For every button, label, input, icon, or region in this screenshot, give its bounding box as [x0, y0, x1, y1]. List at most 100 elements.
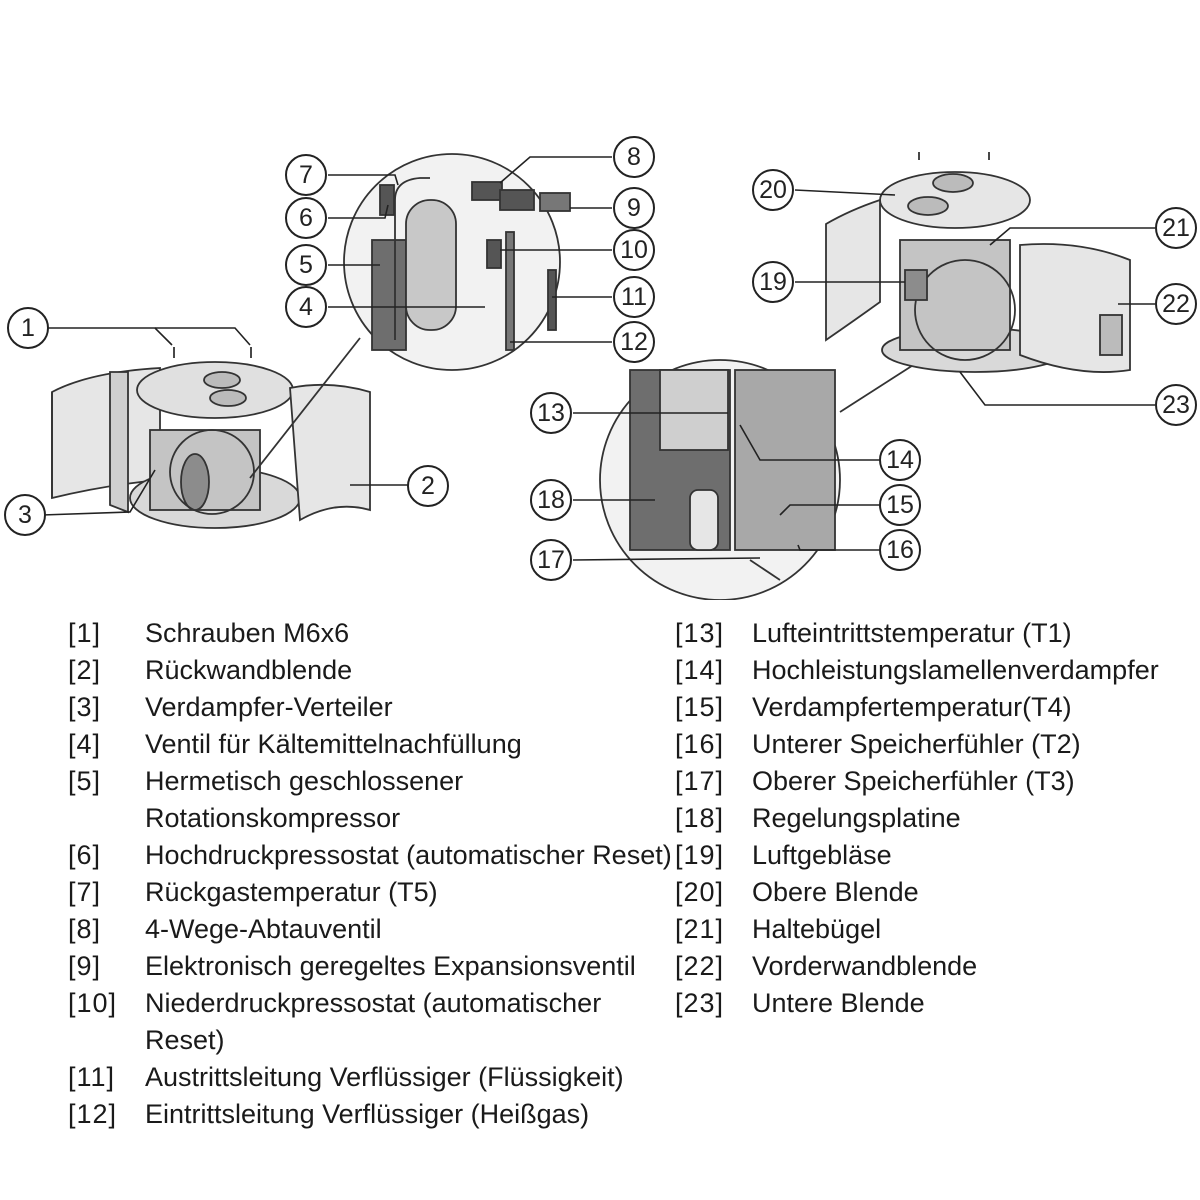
svg-text:2: 2 — [421, 472, 435, 500]
svg-text:6: 6 — [299, 204, 313, 232]
legend-label: Rückwandblende — [145, 655, 353, 685]
legend-label: Hochleistungslamellenverdampfer — [752, 655, 1159, 685]
legend-item: [10]Niederdruckpressostat (automatischer… — [68, 985, 678, 1059]
callout-4: 4 — [285, 286, 327, 328]
callout-8: 8 — [613, 136, 655, 178]
legend-label: Niederdruckpressostat (automatischer Res… — [145, 988, 602, 1055]
svg-text:13: 13 — [537, 399, 565, 427]
exploded-diagram: 1 2 3 4 5 6 7 8 9 10 11 12 13 14 15 16 1… — [4, 136, 1197, 600]
legend-number: [15] — [675, 692, 725, 722]
legend-label: Schrauben M6x6 — [145, 618, 350, 648]
callout-17: 17 — [530, 539, 572, 581]
legend-item: [19] Luftgebläse — [675, 837, 1195, 874]
callout-2: 2 — [407, 465, 449, 507]
legend-right: [13]Lufteintrittstemperatur (T1) [14] Hoc… — [675, 615, 1195, 1022]
legend-item: [2] Rückwandblende — [68, 652, 678, 689]
right-unit-drawing — [825, 152, 1131, 373]
legend-number: [21] — [675, 914, 725, 944]
svg-text:4: 4 — [299, 293, 313, 321]
legend-item: [4]Ventil für Kältemittelnachfüllung — [68, 726, 678, 763]
svg-text:18: 18 — [537, 486, 565, 514]
legend-label: 4-Wege-Abtauventil — [145, 914, 382, 944]
legend-number: [3] — [68, 692, 102, 722]
legend-item: [22] Vorderwandblende — [675, 948, 1195, 985]
legend-item: [17] Oberer Speicherfühler (T3) — [675, 763, 1195, 800]
svg-text:8: 8 — [627, 143, 641, 171]
legend-number: [22] — [675, 951, 725, 981]
control-board-detail-drawing — [599, 329, 969, 600]
legend-item: [8] 4-Wege-Abtauventil — [68, 911, 678, 948]
legend-number: [2] — [68, 655, 102, 685]
left-unit-drawing — [51, 347, 371, 529]
svg-text:3: 3 — [18, 501, 32, 529]
svg-text:22: 22 — [1162, 290, 1190, 318]
legend-item: [18]Regelungsplatine — [675, 800, 1195, 837]
legend-item: [11] Austrittsleitung Verflüssiger (Flüss… — [68, 1059, 678, 1096]
legend-number: [1] — [68, 618, 102, 648]
callout-13: 13 — [530, 392, 572, 434]
legend-item: [16] Unterer Speicherfühler (T2) — [675, 726, 1195, 763]
legend-label: Unterer Speicherfühler (T2) — [752, 729, 1081, 759]
legend-label: Rückgastemperatur (T5) — [145, 877, 438, 907]
legend-label: Luftgebläse — [752, 840, 892, 870]
legend-number: [9] — [68, 951, 102, 981]
svg-text:5: 5 — [299, 251, 313, 279]
svg-text:1: 1 — [21, 314, 35, 342]
legend-item: [15] Verdampfertemperatur(T4) — [675, 689, 1195, 726]
legend-number: [18] — [675, 803, 725, 833]
legend-label: Haltebügel — [752, 914, 882, 944]
callout-19: 19 — [752, 261, 794, 303]
legend-number: [12] — [68, 1099, 118, 1129]
legend-label: Oberer Speicherfühler (T3) — [752, 766, 1075, 796]
legend-number: [4] — [68, 729, 102, 759]
legend-item: [5] Hermetisch geschlossener Rotationskom… — [68, 763, 678, 837]
svg-text:15: 15 — [886, 491, 914, 519]
legend-number: [6] — [68, 840, 102, 870]
legend-label: Elektronisch geregeltes Expansionsventil — [145, 951, 636, 981]
legend-number: [17] — [675, 766, 725, 796]
legend-label: Austrittsleitung Verflüssiger (Flüssigke… — [145, 1062, 624, 1092]
legend-number: [7] — [68, 877, 102, 907]
svg-text:21: 21 — [1162, 214, 1190, 242]
callout-21: 21 — [1155, 207, 1197, 249]
legend-item: [6]Hochdruckpressostat (automatischer Re… — [68, 837, 678, 874]
legend-label: Verdampfertemperatur(T4) — [752, 692, 1072, 722]
svg-text:12: 12 — [620, 328, 648, 356]
legend-item: [3]Verdampfer-Verteiler — [68, 689, 678, 726]
callout-14: 14 — [879, 439, 921, 481]
legend-number: [11] — [68, 1062, 116, 1092]
legend-item: [20] Obere Blende — [675, 874, 1195, 911]
callout-12: 12 — [613, 321, 655, 363]
legend-item: [1] Schrauben M6x6 — [68, 615, 678, 652]
callout-10: 10 — [613, 229, 655, 271]
callout-3: 3 — [4, 494, 46, 536]
legend-label: Lufteintrittstemperatur (T1) — [752, 618, 1072, 648]
legend-item: [12] Eintrittsleitung Verflüssiger (Heißg… — [68, 1096, 678, 1133]
callout-9: 9 — [613, 187, 655, 229]
svg-text:20: 20 — [759, 176, 787, 204]
legend-number: [16] — [675, 729, 725, 759]
leader-lines — [41, 156, 1155, 561]
legend-number: [19] — [675, 840, 725, 870]
legend-item: [7] Rückgastemperatur (T5) — [68, 874, 678, 911]
callout-20: 20 — [752, 169, 794, 211]
callout-23: 23 — [1155, 384, 1197, 426]
callout-7: 7 — [285, 154, 327, 196]
callout-1: 1 — [7, 307, 49, 349]
legend-left: [1] Schrauben M6x6 [2] Rückwandblende [3]V… — [68, 615, 678, 1133]
compressor-detail-drawing — [249, 153, 571, 479]
legend-number: [20] — [675, 877, 725, 907]
callout-5: 5 — [285, 244, 327, 286]
legend-label: Vorderwandblende — [752, 951, 978, 981]
legend-label: Hermetisch geschlossener Rotationskompre… — [145, 766, 464, 833]
callout-16: 16 — [879, 529, 921, 571]
legend-number: [8] — [68, 914, 102, 944]
callout-18: 18 — [530, 479, 572, 521]
legend-item: [13]Lufteintrittstemperatur (T1) — [675, 615, 1195, 652]
legend-label: Obere Blende — [752, 877, 919, 907]
legend-label: Eintrittsleitung Verflüssiger (Heißgas) — [145, 1099, 590, 1129]
svg-text:17: 17 — [537, 546, 565, 574]
svg-text:9: 9 — [627, 194, 641, 222]
legend-number: [14] — [675, 655, 725, 685]
legend-number: [5] — [68, 766, 102, 796]
